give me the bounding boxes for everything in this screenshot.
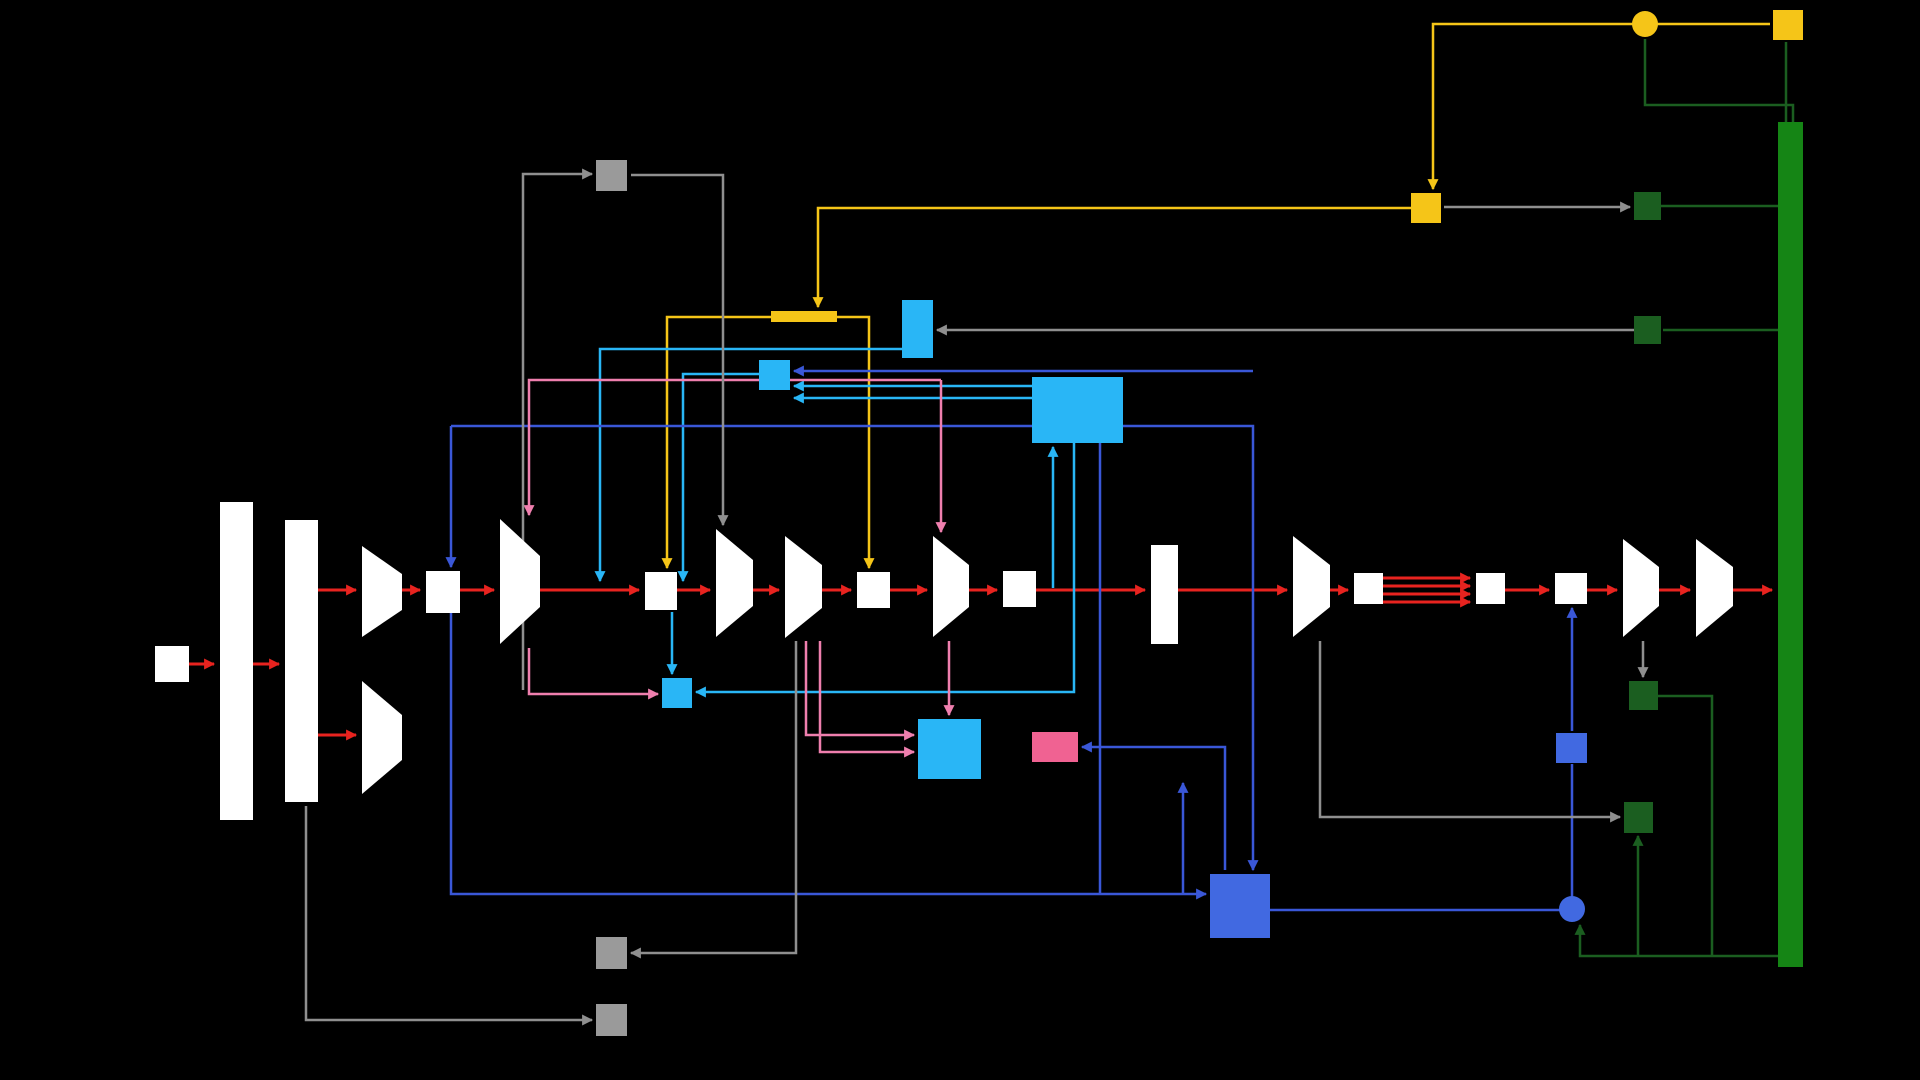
wire-blue-loop-top [451, 424, 1259, 872]
mux-3 [500, 519, 540, 644]
green-node-2 [1634, 316, 1661, 344]
wire-pink-1 [523, 378, 941, 517]
mux-7 [1293, 536, 1330, 637]
wire-pink-5 [818, 641, 916, 758]
cyan-unit-low [918, 719, 981, 779]
green-memory-bar [1778, 122, 1803, 967]
wire-yellow-4 [837, 315, 875, 570]
pink-unit [1032, 732, 1078, 762]
stage-bar-3 [1151, 545, 1178, 644]
latch-7 [1555, 573, 1587, 604]
green-node-3 [1629, 681, 1658, 710]
wire-blue-to-pink [1080, 741, 1227, 870]
wire-gray-4 [304, 806, 594, 1026]
wire-gray-1 [521, 168, 594, 690]
green-node-4 [1624, 802, 1653, 833]
regfile-bar-1 [220, 502, 253, 820]
latch-5 [1354, 573, 1383, 604]
wire-green-3 [1643, 39, 1795, 124]
gray-node-bottom-2 [596, 1004, 627, 1036]
mux-2 [362, 681, 402, 794]
yellow-node-a [1411, 193, 1441, 223]
wire-gray-3 [629, 641, 798, 959]
gray-node-top [596, 160, 627, 191]
wire-cyan-6 [694, 443, 1076, 698]
regfile-bar-2 [285, 520, 318, 802]
green-node-1 [1634, 192, 1661, 220]
gray-node-bottom-1 [596, 937, 627, 969]
mux-8 [1623, 539, 1659, 637]
mux-9 [1696, 539, 1733, 637]
blue-unit [1210, 874, 1270, 938]
wire-pink-3 [527, 648, 660, 700]
blue-node [1556, 733, 1587, 763]
wire-cyan-1 [594, 347, 902, 583]
cyan-node-small [759, 360, 790, 390]
mux-6 [933, 536, 969, 637]
mux-1 [362, 546, 402, 637]
yellow-register [771, 311, 837, 322]
latch-1 [426, 571, 460, 613]
latch-3 [857, 572, 890, 608]
yellow-node-b [1773, 10, 1803, 40]
wire-gray-7 [1318, 641, 1622, 823]
yellow-port-circle [1632, 11, 1658, 37]
cyan-unit-big [1032, 377, 1123, 443]
wire-green-7 [1658, 694, 1714, 956]
wire-pink-4 [804, 641, 916, 741]
cyan-node-low [662, 678, 692, 708]
wire-yellow-2 [812, 206, 1411, 309]
latch-4 [1003, 571, 1036, 607]
mux-4 [716, 529, 753, 637]
input-box [155, 646, 189, 682]
latch-6 [1476, 573, 1505, 604]
wire-yellow-3 [661, 315, 771, 570]
latch-2 [645, 572, 677, 610]
blue-port-circle [1559, 896, 1585, 922]
wire-blue-loop-bottom [449, 613, 1208, 900]
cyan-unit-tall [902, 300, 933, 358]
wire-cyan-2 [677, 372, 759, 583]
wire-gray-2 [631, 173, 729, 527]
mux-5 [785, 536, 822, 638]
